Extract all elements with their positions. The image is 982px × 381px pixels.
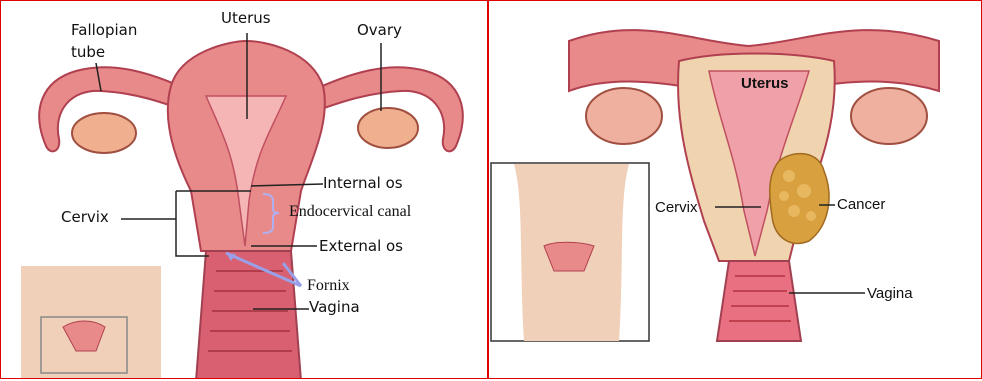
label-ovary: Ovary (357, 21, 402, 39)
label-external-os: External os (319, 237, 403, 255)
left-anatomy-panel: Fallopian tube Uterus Ovary Internal os … (0, 0, 489, 379)
label-endocervical-canal: Endocervical canal (289, 203, 411, 221)
cancer-tumor-shape (770, 154, 829, 244)
right-label-vagina: Vagina (867, 285, 913, 302)
right-diagram-vagina (717, 261, 801, 341)
label-cervix: Cervix (61, 208, 109, 226)
right-label-uterus: Uterus (741, 75, 789, 92)
label-internal-os: Internal os (323, 174, 403, 192)
right-label-cancer: Cancer (837, 196, 885, 213)
right-label-cervix: Cervix (655, 199, 698, 216)
label-uterus: Uterus (221, 9, 271, 27)
right-diagram-left-ovary (586, 88, 662, 144)
right-diagram-right-ovary (851, 88, 927, 144)
label-fallopian-tube: Fallopian tube (71, 19, 137, 63)
right-ovary-shape (358, 108, 418, 148)
right-uterus-diagram (489, 1, 982, 379)
label-vagina: Vagina (309, 298, 360, 316)
left-ovary-shape (72, 113, 136, 153)
right-anatomy-panel: Uterus Cervix Cancer Vagina (489, 0, 982, 379)
label-fornix: Fornix (307, 277, 350, 295)
